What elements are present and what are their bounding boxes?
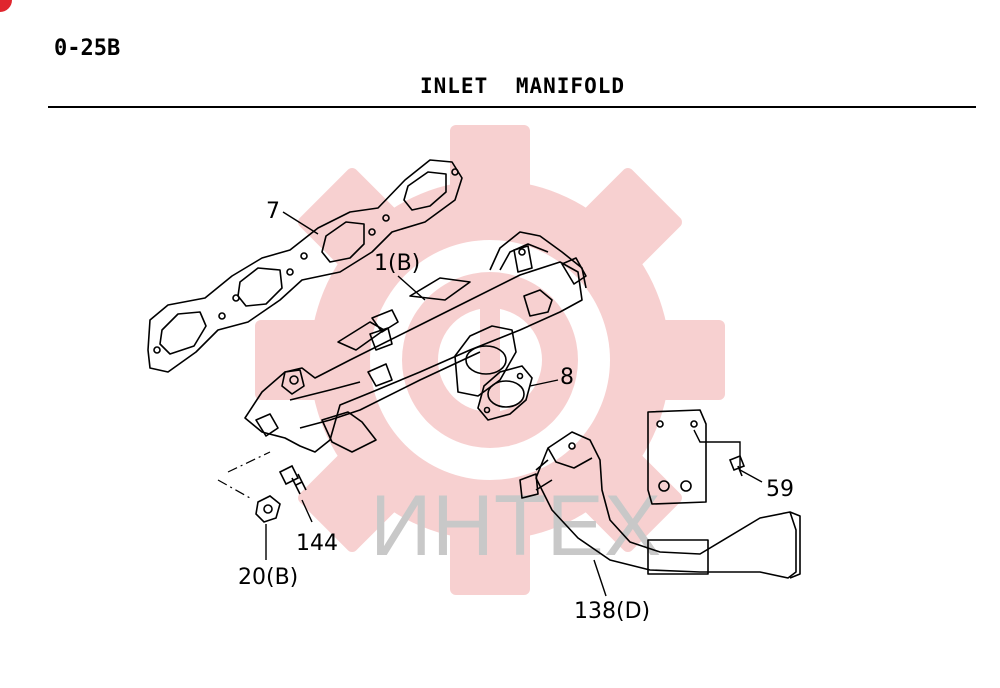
- watermark-text: ИНТЕХ: [370, 478, 661, 574]
- manifold-gasket: [147, 159, 463, 373]
- callout-138d: 138(D): [574, 599, 650, 624]
- callout-7: 7: [266, 199, 280, 224]
- callout-59: 59: [766, 477, 794, 502]
- title-rule: [48, 106, 976, 108]
- page-code: 0-25B: [54, 36, 121, 61]
- callout-144: 144: [296, 531, 338, 556]
- stud-bolt: [278, 464, 307, 495]
- page-title: INLET MANIFOLD: [420, 74, 626, 98]
- bolt-59: [728, 454, 746, 477]
- inlet-manifold: [244, 231, 587, 453]
- flange-gasket: [477, 365, 533, 421]
- callout-1b: 1(B): [374, 251, 420, 276]
- callout-20b: 20(B): [238, 565, 298, 590]
- callout-8: 8: [560, 365, 574, 390]
- assembly-line: [217, 451, 271, 499]
- leader-lines: [265, 211, 763, 597]
- nut: [255, 495, 281, 523]
- intake-pipe: [519, 409, 801, 579]
- watermark-gear-icon: [255, 125, 725, 595]
